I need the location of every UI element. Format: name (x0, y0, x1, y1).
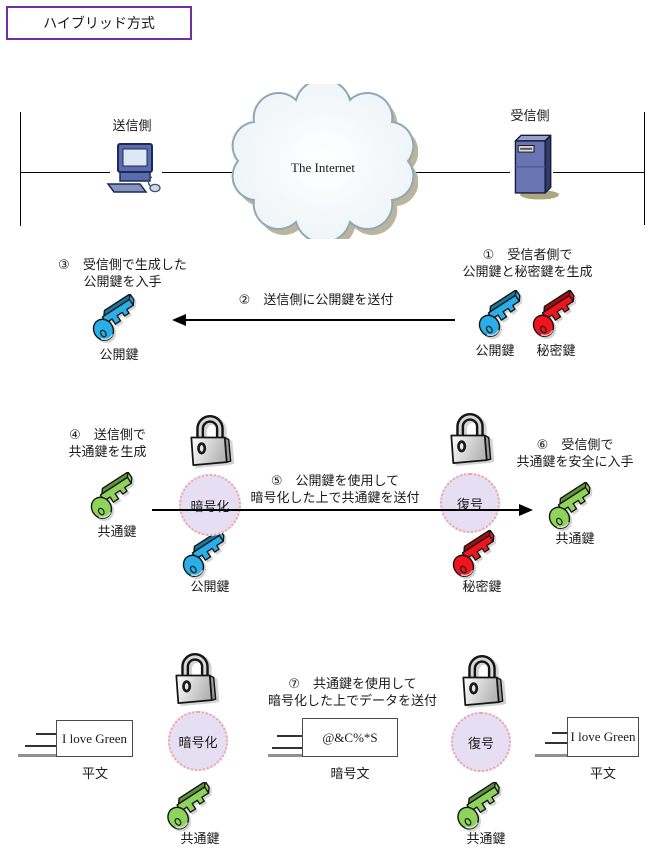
encrypt-circle: 暗号化 (168, 711, 228, 771)
encrypt-circle: 暗号化 (179, 474, 241, 536)
sender-label: 送信側 (112, 118, 152, 133)
step2-text: ② 送信側に公開鍵を送付 (238, 292, 394, 307)
step5-line1: ⑤ 公開鍵を使用して (270, 473, 400, 488)
step5-text: ⑤ 公開鍵を使用して 暗号化した上で共通鍵を送付 (225, 472, 445, 506)
doc-feed-line (25, 745, 56, 747)
diagram-title-box: ハイブリッド方式 (6, 6, 192, 40)
step6-text: ⑥ 受信側で 共通鍵を安全に入手 (505, 436, 645, 470)
step7-line2: 暗号化した上でデータを送付 (267, 693, 437, 708)
public-key-label: 公開鍵 (190, 579, 230, 594)
secret-key-label: 秘密鍵 (462, 579, 502, 594)
doc-feed-line (277, 735, 302, 737)
arrow-right-head (519, 504, 533, 516)
plaintext-label: 平文 (81, 766, 108, 781)
plaintext-document: I love Green (567, 717, 639, 757)
step3-line1: ③ 受信側で生成した (58, 257, 187, 272)
network-line-3 (408, 172, 510, 173)
common-key-label: 共通鍵 (466, 831, 506, 846)
network-endline-right (644, 112, 645, 225)
step5-line2: 暗号化した上で共通鍵を送付 (250, 490, 420, 505)
step7-line1: ⑦ 共通鍵を使用して (288, 676, 417, 691)
step1-line1: ① 受信者側で (482, 247, 573, 262)
server-icon (508, 130, 560, 202)
doc-feed-line (552, 732, 568, 734)
public-key-label: 公開鍵 (99, 347, 139, 362)
ciphertext-content: @&C%*S (322, 729, 378, 745)
lock-icon (446, 410, 494, 467)
network-line-2 (162, 172, 238, 173)
common-key-icon (548, 482, 602, 530)
decrypt-circle: 復号 (451, 712, 511, 772)
computer-icon (106, 142, 166, 200)
doc-feed-line (272, 747, 302, 749)
secret-key-label: 秘密鍵 (536, 343, 576, 358)
decrypt-label: 復号 (467, 735, 494, 751)
plaintext-content: I love Green (62, 730, 127, 746)
internet-label: The Internet (291, 160, 355, 175)
diagram-title: ハイブリッド方式 (43, 15, 155, 31)
common-key-icon (90, 472, 144, 520)
decrypt-label: 復号 (456, 496, 483, 512)
step4-text: ④ 送信側で 共通鍵を生成 (50, 426, 165, 460)
ciphertext-label: 暗号文 (330, 766, 370, 781)
common-key-label: 共通鍵 (180, 831, 220, 846)
arrow-step2 (184, 319, 455, 321)
step1-text: ① 受信者側で 公開鍵と秘密鍵を生成 (445, 246, 610, 280)
lock-icon (186, 412, 234, 469)
common-key-label: 共通鍵 (555, 531, 595, 546)
step3-text: ③ 受信側で生成した 公開鍵を入手 (45, 256, 200, 290)
ciphertext-document: @&C%*S (302, 718, 398, 757)
common-key-label: 共通鍵 (97, 524, 137, 539)
common-key-icon (456, 782, 512, 830)
step3-line2: 公開鍵を入手 (83, 274, 162, 289)
step1-line2: 公開鍵と秘密鍵を生成 (462, 264, 593, 279)
plaintext-content: I love Green (570, 729, 636, 744)
public-key-icon (182, 530, 236, 578)
plaintext-label: 平文 (589, 766, 616, 781)
common-key-icon (166, 782, 222, 830)
arrow-left-head (172, 314, 186, 326)
network-line-1 (21, 172, 110, 173)
network-endline-left (20, 112, 21, 226)
secret-key-icon (532, 290, 586, 338)
step7-text: ⑦ 共通鍵を使用して 暗号化した上でデータを送付 (240, 675, 465, 709)
doc-feed-line (36, 733, 56, 735)
plaintext-document: I love Green (56, 720, 133, 757)
step4-line1: ④ 送信側で (69, 427, 146, 442)
encrypt-label: 暗号化 (190, 498, 230, 514)
lock-icon (171, 650, 219, 707)
public-key-label: 公開鍵 (475, 343, 515, 358)
arrow-step5 (152, 509, 520, 511)
doc-feed-line (545, 742, 568, 744)
public-key-icon (92, 294, 146, 342)
secret-key-icon (452, 530, 506, 578)
step6-line1: ⑥ 受信側で (536, 437, 614, 452)
lock-icon (458, 652, 506, 709)
receiver-label: 受信側 (510, 108, 550, 123)
step4-line2: 共通鍵を生成 (68, 444, 147, 459)
public-key-icon (478, 290, 532, 338)
network-line-4 (553, 172, 644, 173)
decrypt-circle: 復号 (440, 473, 500, 533)
step6-line2: 共通鍵を安全に入手 (516, 454, 634, 469)
encrypt-label: 暗号化 (178, 734, 218, 750)
